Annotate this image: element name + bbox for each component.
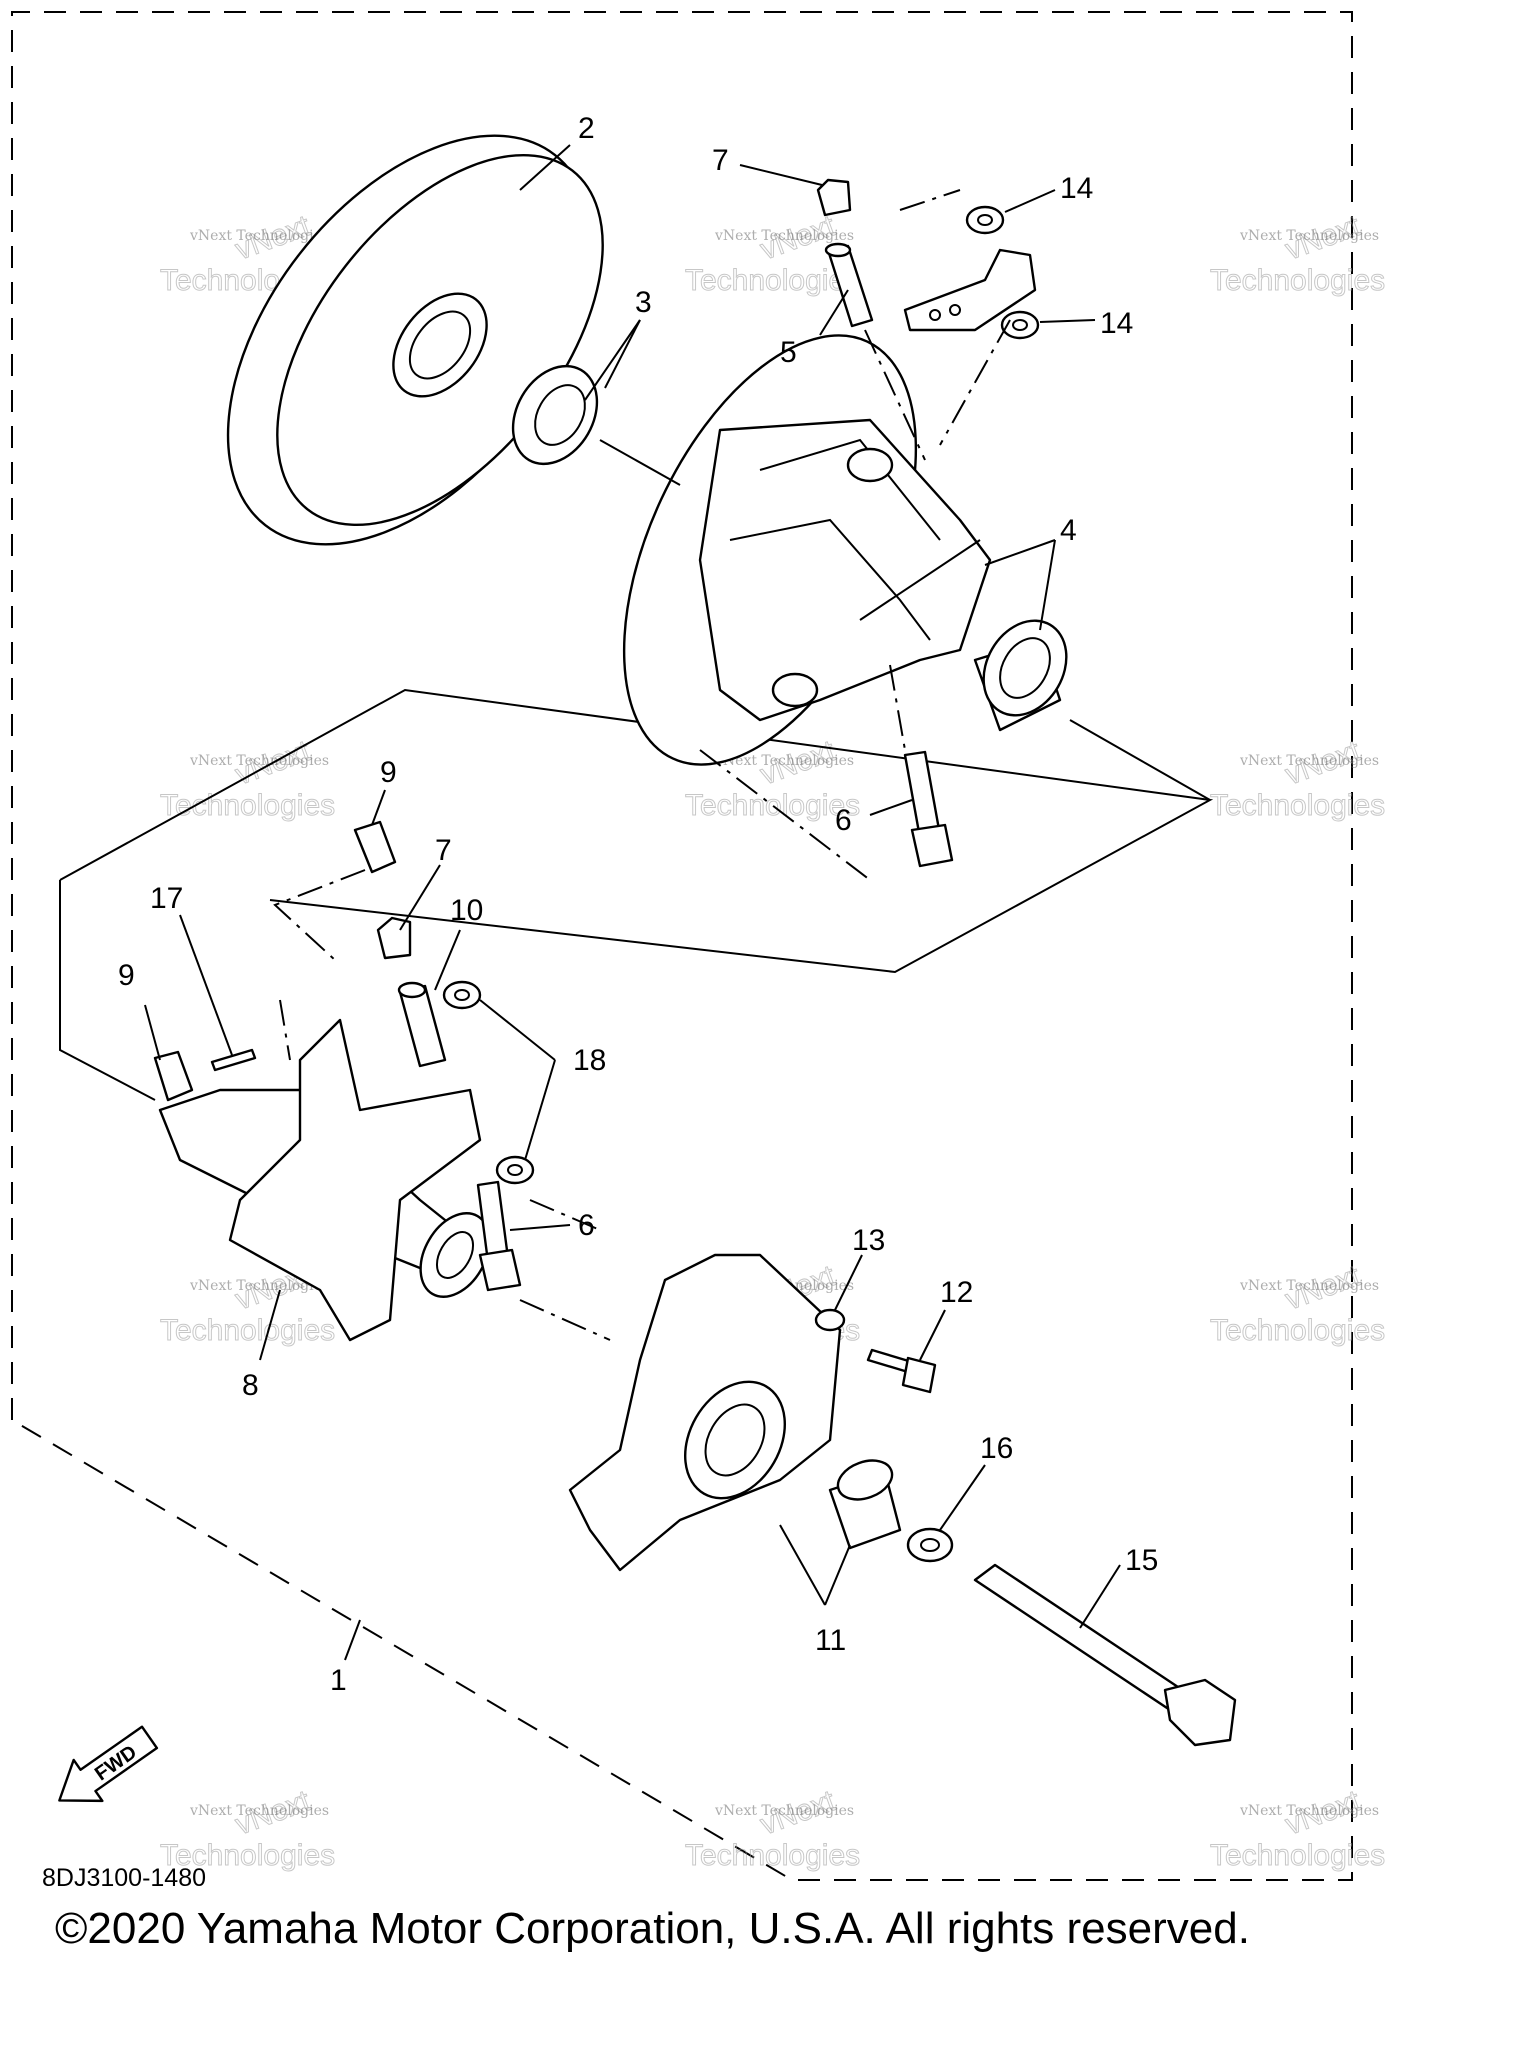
fwd-arrow-icon: FWD bbox=[58, 1725, 159, 1803]
callout-16: 16 bbox=[980, 1432, 1013, 1465]
part-7-nut-upper bbox=[816, 178, 852, 217]
part-12-bolt bbox=[866, 1348, 937, 1394]
svg-text:Technologies: Technologies bbox=[1210, 1839, 1385, 1872]
watermark: Technologies vNext vNext Technologies bbox=[1210, 1784, 1386, 1873]
callout-7-upper: 7 bbox=[712, 144, 729, 177]
callout-9-upper: 9 bbox=[380, 756, 397, 789]
svg-text:vNext Technologies: vNext Technologies bbox=[714, 753, 854, 769]
part-6-bolt-upper bbox=[903, 750, 954, 868]
part-17-pin bbox=[210, 1048, 257, 1072]
part-18-washer-lower bbox=[495, 1155, 535, 1185]
watermark: Technologies vNext vNext Technologies bbox=[160, 1784, 336, 1873]
part-14-washer-lower bbox=[1000, 310, 1040, 340]
watermark: Technologies vNext vNext Technologies bbox=[1210, 1259, 1386, 1348]
svg-text:Technologies: Technologies bbox=[1210, 1314, 1385, 1347]
svg-text:Technologies: Technologies bbox=[160, 789, 335, 822]
leader-lines bbox=[144, 144, 1121, 1661]
svg-text:vNext Technologies: vNext Technologies bbox=[1239, 753, 1379, 769]
svg-text:vNext Technologies: vNext Technologies bbox=[1239, 1278, 1379, 1294]
svg-text:Technologies: Technologies bbox=[1210, 789, 1385, 822]
svg-text:Technologies: Technologies bbox=[685, 264, 860, 297]
svg-text:vNext Technologies: vNext Technologies bbox=[714, 228, 854, 244]
callout-11: 11 bbox=[815, 1624, 846, 1657]
watermark: Technologies vNext vNext Technologies bbox=[1210, 209, 1386, 298]
part-5-pin bbox=[824, 242, 874, 328]
svg-text:vNext Technologies: vNext Technologies bbox=[189, 1278, 329, 1294]
svg-text:Technologies: Technologies bbox=[685, 789, 860, 822]
svg-text:Technologies: Technologies bbox=[685, 1839, 860, 1872]
callout-15: 15 bbox=[1125, 1544, 1158, 1577]
diagram-code: 8DJ3100-1480 bbox=[42, 1864, 207, 1892]
assembly-lines bbox=[273, 189, 1211, 1341]
svg-text:Technologies: Technologies bbox=[1210, 264, 1385, 297]
part-11-cap bbox=[568, 1253, 842, 1572]
part-3-slider bbox=[511, 364, 599, 466]
svg-text:vNext Technologies: vNext Technologies bbox=[1239, 1803, 1379, 1819]
callouts: 2 3 4 7 5 14 14 6 9 7 10 17 9 18 6 8 13 … bbox=[118, 112, 1158, 1697]
part-6-bolt-lower bbox=[476, 1180, 522, 1292]
part-4-movable-sheave bbox=[622, 334, 992, 766]
callout-5: 5 bbox=[780, 336, 797, 369]
svg-text:vNext Technologies: vNext Technologies bbox=[189, 228, 329, 244]
svg-text:vNext Technologies: vNext Technologies bbox=[714, 1803, 854, 1819]
callout-12: 12 bbox=[940, 1276, 973, 1309]
part-16-washer bbox=[906, 1527, 954, 1563]
callout-13: 13 bbox=[852, 1224, 885, 1257]
callout-3: 3 bbox=[635, 286, 652, 319]
assembly-boundary bbox=[11, 11, 1353, 1881]
watermark: Technologies vNext vNext Technologies bbox=[685, 1784, 861, 1873]
watermark: Technologies vNext vNext Technologies bbox=[1210, 734, 1386, 823]
callout-10: 10 bbox=[450, 894, 483, 927]
part-10-pin bbox=[397, 981, 447, 1068]
part-2-sheave-disc bbox=[226, 134, 604, 546]
sub-assembly-outline bbox=[59, 688, 1214, 1101]
callout-1: 1 bbox=[330, 1664, 347, 1697]
callout-8: 8 bbox=[242, 1369, 259, 1402]
svg-text:vNext Technologies: vNext Technologies bbox=[189, 1803, 329, 1819]
part-7-nut-lower bbox=[376, 916, 412, 960]
callout-18: 18 bbox=[573, 1044, 606, 1077]
part-18-washer-upper bbox=[442, 980, 482, 1010]
part-9-block-lower bbox=[153, 1050, 194, 1102]
watermark: Technologies vNext vNext Technologies bbox=[160, 1259, 336, 1348]
callout-6-lower: 6 bbox=[578, 1209, 595, 1242]
part-4-bushing bbox=[973, 619, 1068, 732]
part-14-weight-arm bbox=[903, 248, 1037, 332]
callout-9-lower: 9 bbox=[118, 959, 135, 992]
callout-17: 17 bbox=[150, 882, 183, 915]
svg-text:vNext Technologies: vNext Technologies bbox=[1239, 228, 1379, 244]
callout-14-upper: 14 bbox=[1060, 172, 1093, 205]
part-8-spider bbox=[158, 1018, 491, 1342]
callout-14-lower: 14 bbox=[1100, 307, 1133, 340]
callout-2: 2 bbox=[578, 112, 595, 145]
svg-text:Technologies: Technologies bbox=[160, 1314, 335, 1347]
part-11-bushing bbox=[828, 1459, 902, 1550]
watermark: Technologies vNext vNext Technologies bbox=[160, 734, 336, 823]
svg-text:Technologies: Technologies bbox=[160, 1839, 335, 1872]
callout-6-upper: 6 bbox=[835, 804, 852, 837]
part-13-washer bbox=[814, 1308, 846, 1332]
part-14-washer-upper bbox=[965, 205, 1005, 235]
part-15-long-bolt bbox=[973, 1563, 1237, 1747]
part-9-block-upper bbox=[353, 820, 397, 874]
copyright-notice: ©2020 Yamaha Motor Corporation, U.S.A. A… bbox=[55, 1904, 1250, 1953]
svg-text:vNext Technologies: vNext Technologies bbox=[189, 753, 329, 769]
callout-7-lower: 7 bbox=[435, 834, 452, 867]
callout-4: 4 bbox=[1060, 514, 1077, 547]
